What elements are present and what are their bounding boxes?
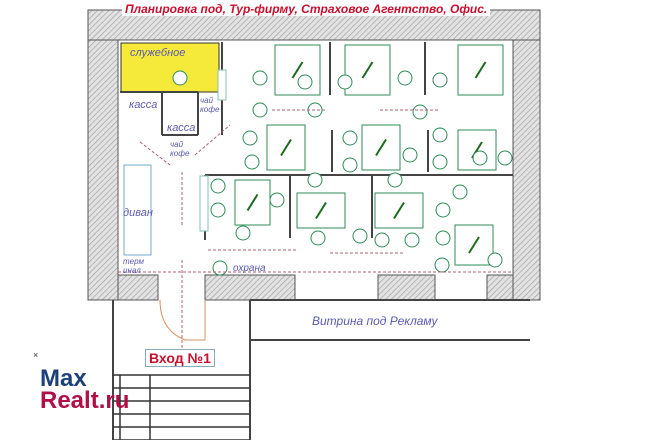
chair xyxy=(387,172,403,188)
logo-line-1: Max xyxy=(40,365,87,392)
chair xyxy=(434,257,450,273)
chair xyxy=(242,130,258,146)
chair xyxy=(297,74,313,90)
service-room-label: служебное xyxy=(130,47,186,59)
chair xyxy=(244,154,260,170)
chair xyxy=(452,184,468,200)
stairs xyxy=(113,374,250,440)
chair xyxy=(252,102,268,118)
chair xyxy=(412,104,428,120)
chair xyxy=(337,74,353,90)
computer-icon xyxy=(315,201,327,220)
chair xyxy=(310,230,326,246)
chair xyxy=(307,172,323,188)
coffee-label-1: чай кофе xyxy=(200,96,220,114)
logo-line-2: Realt.ru xyxy=(40,387,130,414)
chair xyxy=(472,150,488,166)
entrance-door-swing xyxy=(159,299,206,341)
computer-icon xyxy=(474,61,487,79)
computer-icon xyxy=(468,236,480,254)
cabinet xyxy=(217,69,227,101)
chair xyxy=(172,70,188,86)
cashier-label-1: касса xyxy=(129,99,158,111)
chair xyxy=(210,202,226,218)
direction-arrows xyxy=(118,109,513,350)
logo: Max Realt.ru xyxy=(40,365,130,414)
chair xyxy=(497,150,513,166)
chair xyxy=(235,225,251,241)
chair xyxy=(374,232,390,248)
chair xyxy=(342,130,358,146)
cashier-label-2: касса xyxy=(167,122,196,134)
close-icon[interactable]: × xyxy=(33,350,39,360)
cabinet xyxy=(199,175,209,232)
computer-icon xyxy=(361,61,374,79)
sofa-label: диван xyxy=(123,207,153,219)
computer-icon xyxy=(291,61,304,79)
computer-icon xyxy=(375,138,387,157)
computer-icon xyxy=(393,201,405,220)
chair xyxy=(487,252,503,268)
chair xyxy=(269,192,285,208)
chair xyxy=(342,157,358,173)
chair xyxy=(397,70,413,86)
chair xyxy=(352,228,368,244)
computer-icon xyxy=(280,138,292,157)
security-label: охрана xyxy=(233,263,266,274)
chair xyxy=(404,232,420,248)
terminal-label: терм инал xyxy=(123,257,144,275)
furniture xyxy=(123,44,513,276)
chair xyxy=(432,127,448,143)
chair xyxy=(435,230,451,246)
chair xyxy=(432,72,448,88)
chair xyxy=(432,154,448,170)
showcase-label: Витрина под Рекламу xyxy=(312,314,438,328)
service-room xyxy=(120,42,220,93)
chair xyxy=(212,260,228,276)
chair xyxy=(402,147,418,163)
entrance-label: Вход №1 xyxy=(145,349,215,367)
computer-icon xyxy=(246,193,259,212)
plan-title: Планировка под, Тур-фирму, Страховое Аге… xyxy=(122,2,491,16)
chair xyxy=(252,70,268,86)
sofa xyxy=(123,164,152,256)
chair xyxy=(210,178,226,194)
coffee-label-2: чай кофе xyxy=(170,140,190,158)
chair xyxy=(435,202,451,218)
